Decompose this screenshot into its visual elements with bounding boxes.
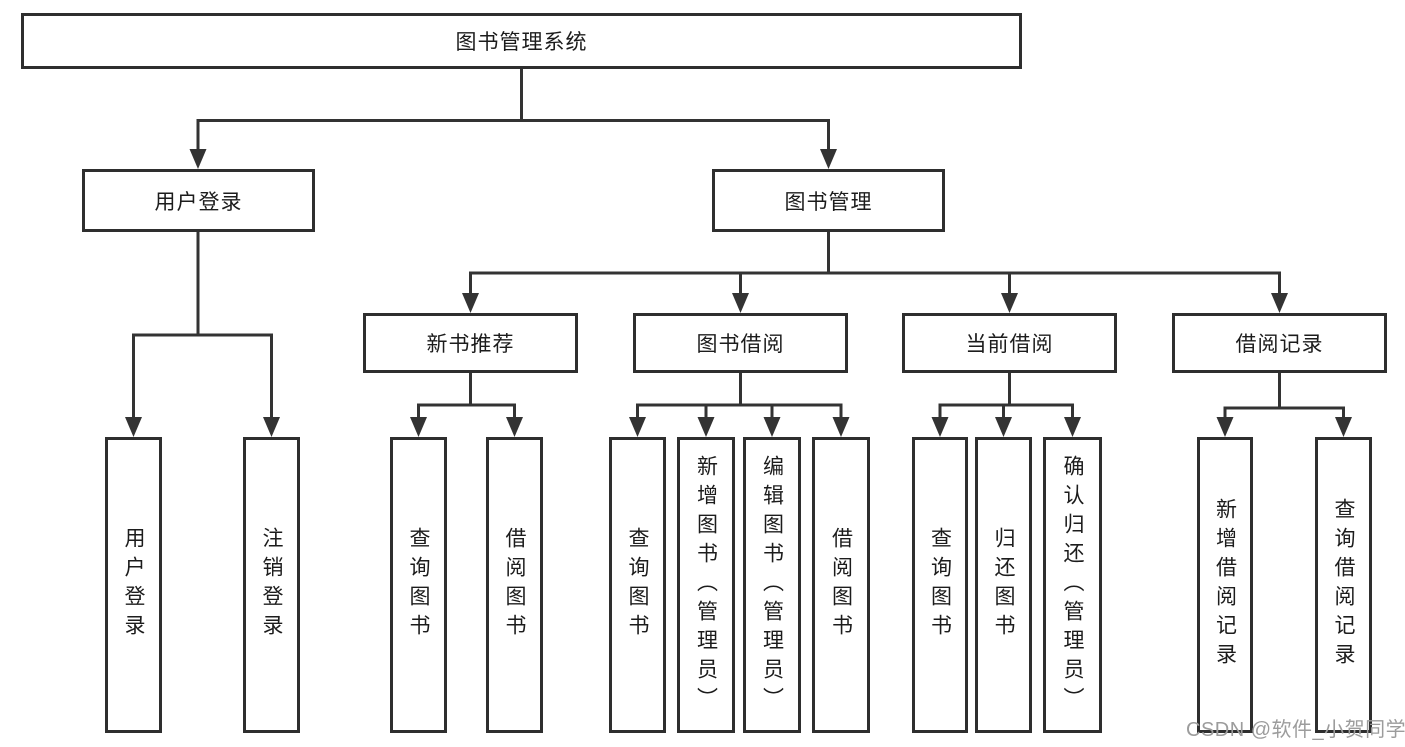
leaf-query-books-recommend: 查询图书 [390, 437, 447, 733]
node-book-borrowing: 图书借阅 [633, 313, 848, 373]
arrowhead-icon [732, 293, 749, 313]
arrowhead-icon [125, 417, 142, 437]
arrowhead-icon [995, 417, 1012, 437]
arrowhead-icon [1335, 417, 1352, 437]
arrowhead-icon [820, 149, 837, 169]
leaf-add-borrow-record: 新增借阅记录 [1197, 437, 1253, 733]
leaf-confirm-return-admin: 确认归还（管理员） [1043, 437, 1102, 733]
watermark-text: CSDN @软件_小贺同学 [1186, 719, 1405, 741]
arrowhead-icon [189, 149, 207, 169]
leaf-return-books: 归还图书 [975, 437, 1032, 733]
leaf-edit-books-admin: 编辑图书（管理员） [743, 437, 801, 733]
node-current-borrowing: 当前借阅 [902, 313, 1117, 373]
node-book-management: 图书管理 [712, 169, 945, 232]
leaf-borrow-books-recommend: 借阅图书 [486, 437, 543, 733]
arrowhead-icon [832, 417, 850, 437]
arrowhead-icon [931, 417, 949, 437]
leaf-logout: 注销登录 [243, 437, 300, 733]
arrowhead-icon [629, 417, 646, 437]
leaf-add-books-admin: 新增图书（管理员） [677, 437, 735, 733]
node-book-management-system: 图书管理系统 [21, 13, 1022, 69]
arrowhead-icon [462, 293, 479, 313]
leaf-query-books-current: 查询图书 [912, 437, 968, 733]
leaf-query-books-borrowing: 查询图书 [609, 437, 666, 733]
arrowhead-icon [506, 417, 523, 437]
node-new-book-recommendation: 新书推荐 [363, 313, 578, 373]
arrowhead-icon [1064, 417, 1081, 437]
leaf-query-borrow-record: 查询借阅记录 [1315, 437, 1372, 733]
arrowhead-icon [1271, 293, 1288, 313]
leaf-user-login: 用户登录 [105, 437, 162, 733]
node-borrowing-records: 借阅记录 [1172, 313, 1387, 373]
arrowhead-icon [697, 417, 715, 437]
node-user-login: 用户登录 [82, 169, 315, 232]
arrowhead-icon [263, 417, 280, 437]
arrowhead-icon [763, 417, 781, 437]
arrowhead-icon [1001, 293, 1018, 313]
arrowhead-icon [410, 417, 427, 437]
leaf-borrow-books: 借阅图书 [812, 437, 870, 733]
arrowhead-icon [1216, 417, 1234, 437]
